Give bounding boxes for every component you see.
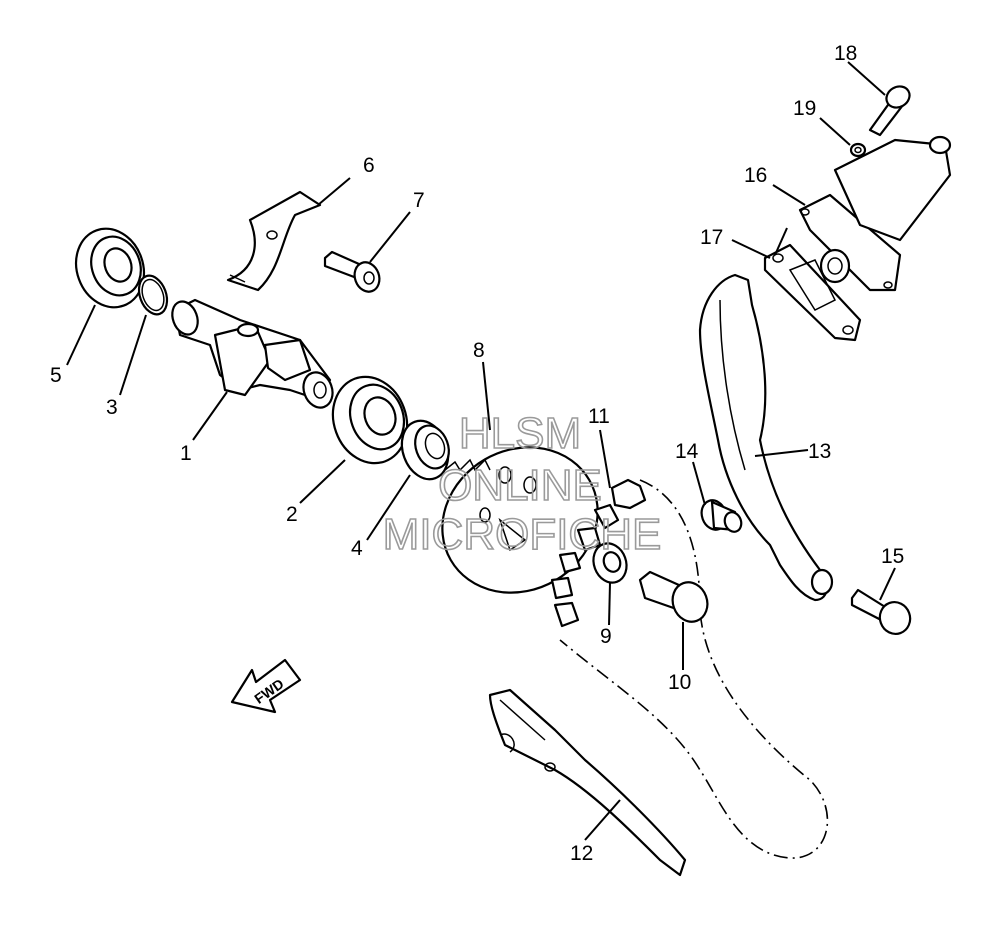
leader-lines xyxy=(66,61,896,841)
callout-18: 18 xyxy=(834,42,857,65)
part-5-bearing xyxy=(75,227,145,309)
part-13-tensioner-guide xyxy=(698,273,834,602)
callout-16: 16 xyxy=(744,164,767,187)
callout-numbers: 1 2 3 4 5 6 7 8 9 10 11 12 13 14 15 16 1… xyxy=(50,42,904,865)
part-2-bearing xyxy=(331,375,409,465)
callout-10: 10 xyxy=(668,671,691,694)
part-16-tensioner xyxy=(798,135,952,292)
part-15-bolt xyxy=(850,588,912,635)
part-14-collar xyxy=(700,499,743,533)
callout-14: 14 xyxy=(675,440,699,463)
part-17-gasket xyxy=(763,243,862,342)
callout-13: 13 xyxy=(808,440,831,463)
callout-7: 7 xyxy=(413,189,425,212)
part-1-camshaft xyxy=(171,298,334,409)
part-3-o-ring xyxy=(137,274,169,316)
fwd-direction-arrow: FWD xyxy=(230,658,302,714)
part-9-washer xyxy=(592,542,628,584)
part-18-bolt xyxy=(868,85,911,137)
part-11-timing-chain xyxy=(550,478,647,628)
part-7-bolt xyxy=(323,250,381,293)
watermark-line-3: MICROFICHE xyxy=(383,510,662,559)
part-19-washer xyxy=(849,142,867,158)
watermark: HLSM ONLINE MICROFICHE xyxy=(382,408,662,560)
part-6-guide-plate xyxy=(226,190,322,292)
watermark-line-2: ONLINE xyxy=(438,461,602,510)
callout-17: 17 xyxy=(700,226,723,249)
callout-19: 19 xyxy=(793,97,816,120)
callout-3: 3 xyxy=(106,396,118,419)
callout-15: 15 xyxy=(881,545,904,568)
watermark-line-1: HLSM xyxy=(459,409,581,458)
callout-2: 2 xyxy=(286,503,298,526)
callout-12: 12 xyxy=(570,842,593,865)
callout-11: 11 xyxy=(588,405,610,428)
callout-4: 4 xyxy=(351,537,363,560)
callout-9: 9 xyxy=(600,625,612,648)
callout-1: 1 xyxy=(180,442,192,465)
part-12-chain-guide xyxy=(488,688,687,877)
callout-6: 6 xyxy=(363,154,375,177)
part-10-bolt xyxy=(638,570,709,623)
part-4-collar xyxy=(400,419,450,481)
callout-5: 5 xyxy=(50,364,62,387)
callout-8: 8 xyxy=(473,339,485,362)
